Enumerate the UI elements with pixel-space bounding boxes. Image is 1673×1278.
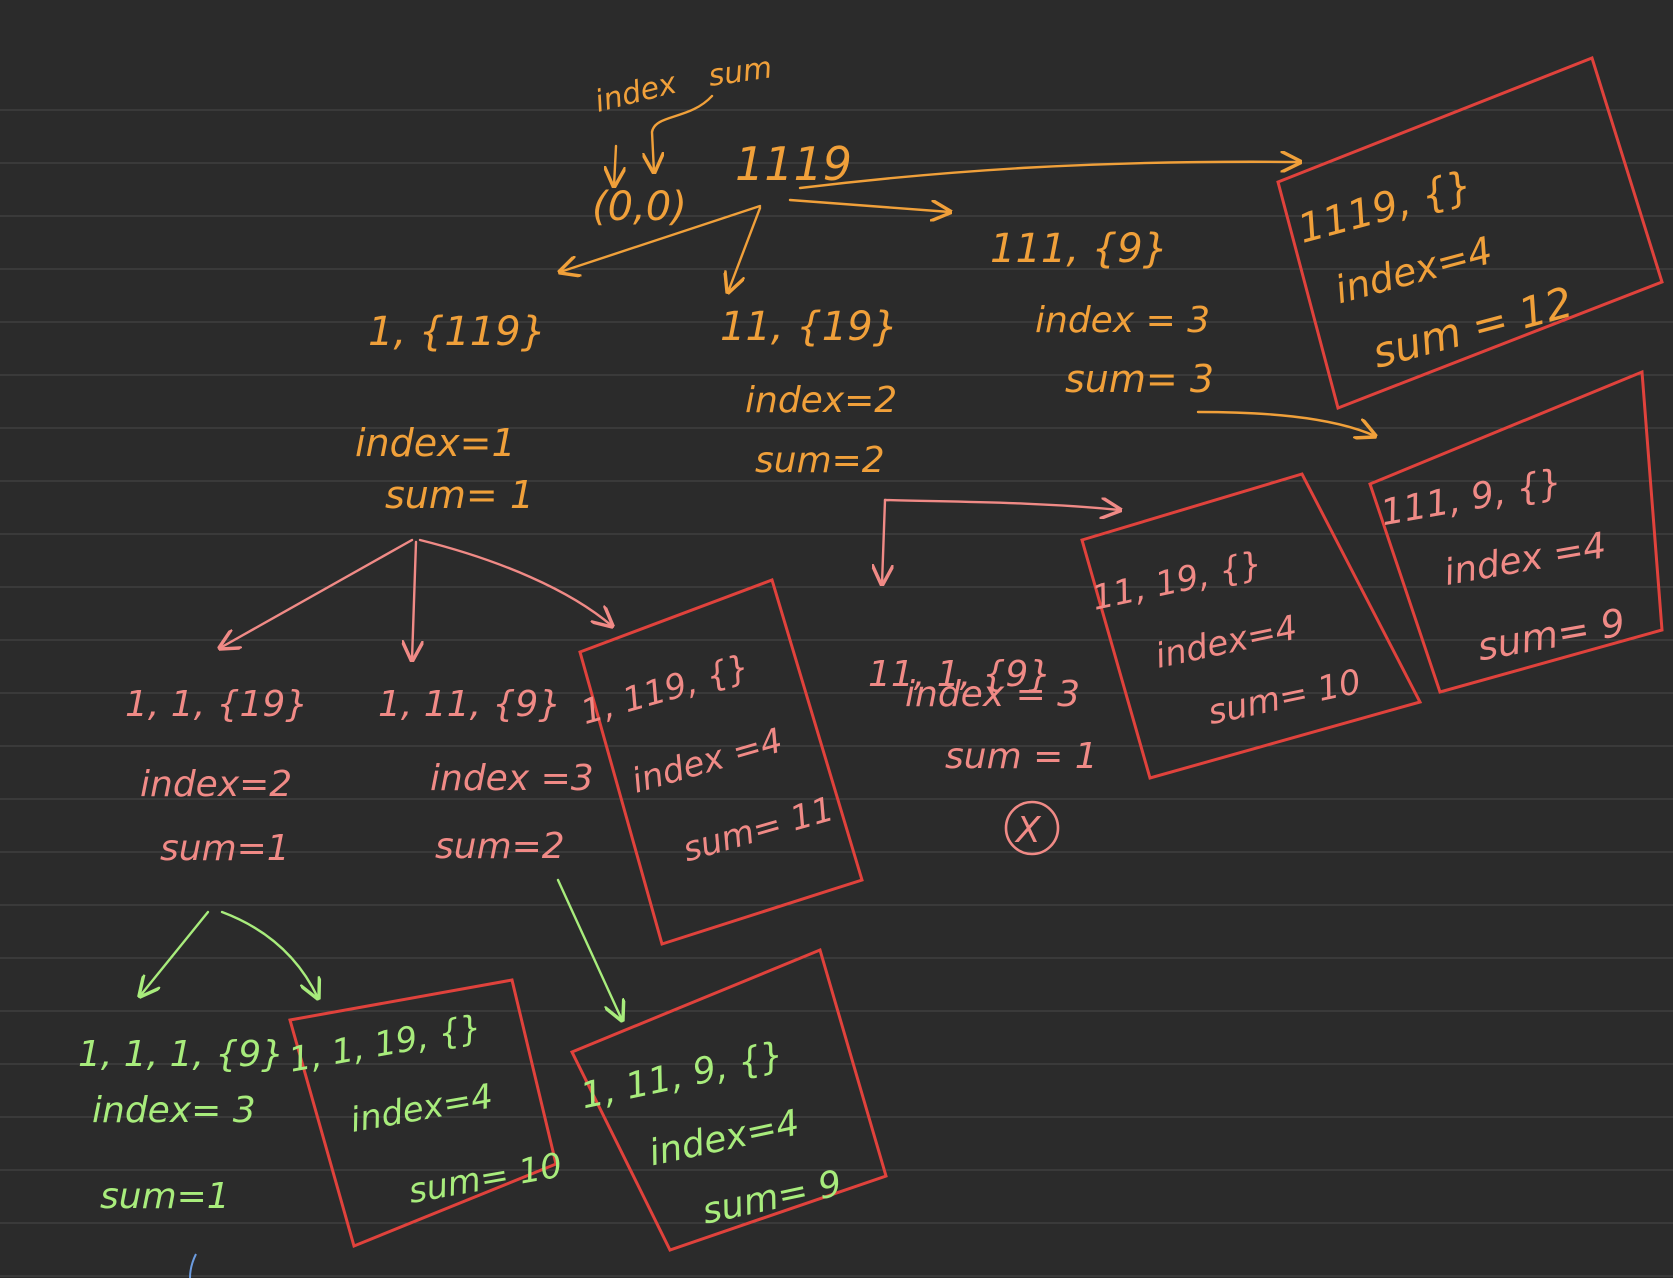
n8-set: 11, 1, {9} bbox=[868, 654, 1051, 695]
n10-set: 111, 9, {} bbox=[1378, 462, 1566, 534]
n5-sum: sum=1 bbox=[160, 828, 290, 869]
n6-set: 1, 11, {9} bbox=[378, 684, 561, 725]
n1-index: index=1 bbox=[355, 421, 516, 465]
arrow-root-to-n1 bbox=[560, 204, 762, 272]
arrow-n2-to-n9 bbox=[883, 500, 1120, 510]
n6-index: index =3 bbox=[430, 758, 594, 799]
arrow-root-to-n4 bbox=[798, 162, 1300, 190]
n8-sum: sum = 1 bbox=[945, 736, 1098, 777]
label-index: index bbox=[591, 66, 680, 120]
n9-sum: sum= 10 bbox=[1205, 662, 1365, 733]
n3-sum: sum= 3 bbox=[1065, 357, 1214, 401]
n7-sum: sum= 11 bbox=[678, 789, 838, 870]
arrow-index-pointer bbox=[614, 144, 616, 186]
n12-set: 1, 1, 19, {} bbox=[286, 1007, 485, 1080]
arrow-root-to-n2 bbox=[728, 206, 762, 292]
label-sum: sum bbox=[706, 50, 774, 94]
n13-box: 1, 11, 9, {} index=4 sum= 9 bbox=[569, 947, 888, 1252]
n11-index: index= 3 bbox=[92, 1090, 256, 1131]
eliminated-marker: X bbox=[1004, 800, 1060, 856]
arrow-n6-to-n13 bbox=[556, 878, 622, 1020]
n9-index: index=4 bbox=[1152, 608, 1301, 677]
arrow-n1-to-n5 bbox=[220, 538, 414, 648]
n7-set: 1, 119, {} bbox=[577, 647, 754, 733]
n4-index: index=4 bbox=[1330, 228, 1497, 312]
stray-pen-stroke bbox=[189, 1253, 197, 1278]
n3-index: index = 3 bbox=[1035, 300, 1210, 341]
n1-sum: sum= 1 bbox=[385, 473, 534, 517]
arrow-n1-to-n7 bbox=[418, 538, 612, 626]
n5-index: index=2 bbox=[140, 764, 292, 805]
arrow-root-to-n3 bbox=[788, 198, 950, 212]
n9-set: 11, 19, {} bbox=[1088, 544, 1266, 619]
n12-box: 1, 1, 19, {} index=4 sum= 10 bbox=[286, 978, 566, 1249]
n2-sum: sum=2 bbox=[755, 440, 885, 481]
n2-index: index=2 bbox=[745, 380, 897, 421]
n12-sum: sum= 10 bbox=[406, 1146, 566, 1212]
n10-sum: sum= 9 bbox=[1474, 600, 1628, 669]
n10-box: 111, 9, {} index =4 sum= 9 bbox=[1368, 369, 1664, 694]
n1-set: 1, {119} bbox=[368, 309, 546, 355]
pair-index-sum: (0,0) bbox=[592, 184, 687, 230]
n6-sum: sum=2 bbox=[435, 826, 565, 867]
n2-set: 11, {19} bbox=[720, 304, 898, 350]
n3-set: 111, {9} bbox=[990, 226, 1168, 272]
n13-sum: sum= 9 bbox=[699, 1163, 846, 1232]
arrow-n1-to-n6 bbox=[412, 540, 416, 660]
n13-index: index=4 bbox=[645, 1103, 802, 1175]
root-string: 1119 bbox=[735, 137, 852, 191]
n9-box: 11, 19, {} index=4 sum= 10 bbox=[1080, 472, 1423, 780]
n11-set: 1, 1, 1, {9} bbox=[78, 1034, 284, 1075]
n11-sum: sum=1 bbox=[100, 1176, 230, 1217]
n12-index: index=4 bbox=[347, 1077, 496, 1141]
arrow-sum-pointer bbox=[652, 94, 714, 172]
n10-index: index =4 bbox=[1441, 525, 1609, 594]
n13-set: 1, 11, 9, {} bbox=[577, 1034, 787, 1117]
arrow-n2-to-n8 bbox=[882, 498, 885, 584]
n5-set: 1, 1, {19} bbox=[125, 684, 308, 725]
n7-box: 1, 119, {} index =4 sum= 11 bbox=[577, 578, 864, 946]
n8-index: index = 3 bbox=[905, 674, 1080, 715]
arrow-n3-to-n10 bbox=[1196, 410, 1375, 436]
arrow-n5-to-n11 bbox=[140, 910, 210, 996]
marker-text: X bbox=[1014, 810, 1042, 851]
arrow-n5-to-n12 bbox=[220, 910, 318, 998]
n7-index: index =4 bbox=[628, 721, 788, 802]
